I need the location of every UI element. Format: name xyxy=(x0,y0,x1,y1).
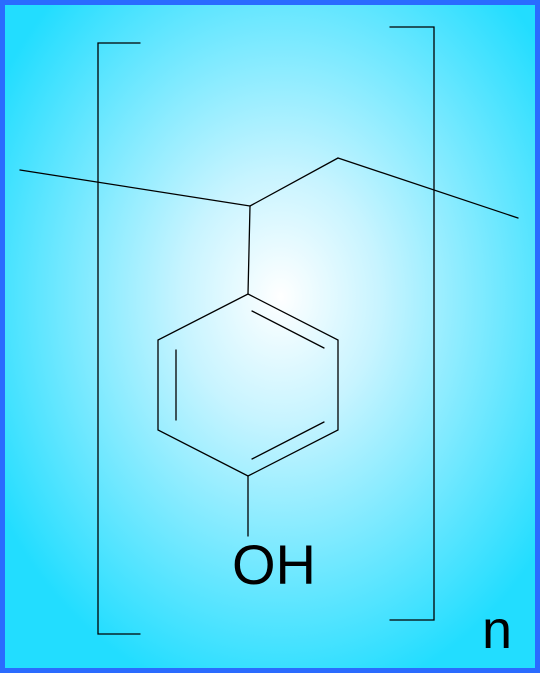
backbone-bond-left xyxy=(19,169,251,207)
background-panel xyxy=(5,5,535,668)
repeat-subscript-label: n xyxy=(482,600,512,660)
ring-double-bond-lower xyxy=(251,421,325,460)
ring-double-bond-upper xyxy=(251,310,325,349)
bond-layer xyxy=(19,26,519,635)
left-bracket xyxy=(97,42,141,635)
hydroxyl-label: OH xyxy=(232,533,316,596)
right-bracket xyxy=(389,26,435,621)
pendant-bond xyxy=(247,205,251,295)
backbone-bond-center xyxy=(249,157,339,207)
backbone-bond-right xyxy=(337,157,519,219)
